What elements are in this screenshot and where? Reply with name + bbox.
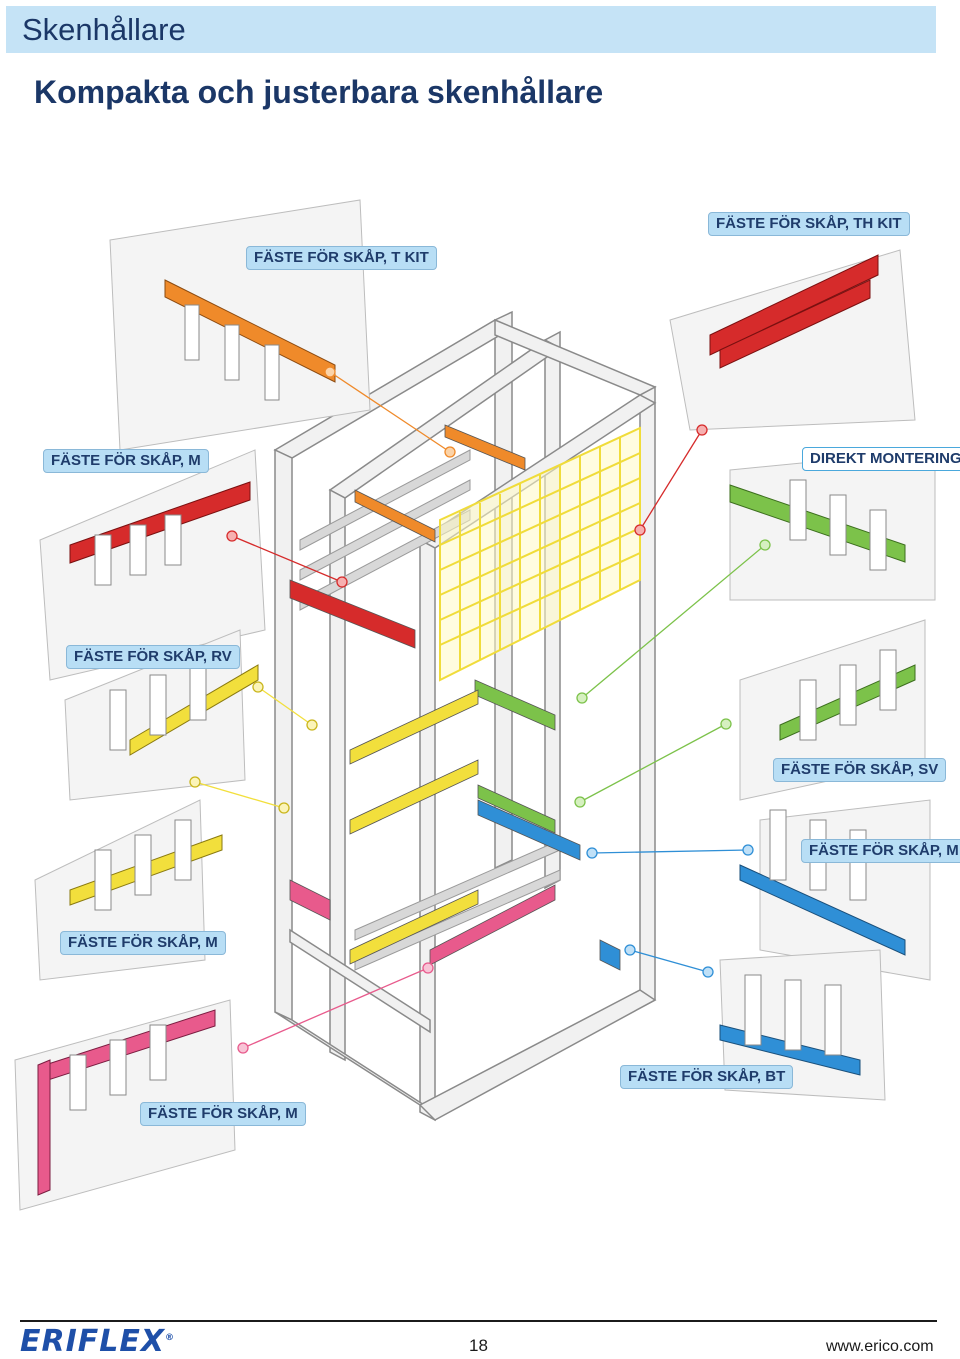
label-faste-bt: FÄSTE FÖR SKÅP, BT bbox=[620, 1065, 794, 1089]
label-faste-m-blue: FÄSTE FÖR SKÅP, M bbox=[801, 839, 960, 863]
detail-pink-m bbox=[14, 999, 236, 1211]
label-direkt-montering: DIREKT MONTERING bbox=[802, 447, 960, 471]
page-subtitle: Kompakta och justerbara skenhållare bbox=[34, 74, 604, 110]
page-number: 18 bbox=[469, 1336, 488, 1355]
detail-red-thkit bbox=[669, 249, 916, 431]
callout-dots bbox=[189, 366, 771, 1054]
detail-green-sv bbox=[739, 619, 926, 801]
cabinet-illustration bbox=[14, 199, 936, 1211]
eriflex-logo: ERIFLEX® bbox=[20, 1324, 175, 1359]
mesh-panel bbox=[439, 426, 641, 682]
section-title: Skenhållare bbox=[22, 12, 186, 47]
detail-blue-bt bbox=[719, 949, 886, 1101]
footer-divider bbox=[20, 1320, 937, 1322]
header-band bbox=[6, 6, 936, 53]
website-url: www.erico.com bbox=[826, 1338, 934, 1355]
label-faste-m-yellow: FÄSTE FÖR SKÅP, M bbox=[60, 931, 226, 955]
label-faste-t-kit: FÄSTE FÖR SKÅP, T KIT bbox=[246, 246, 437, 270]
label-faste-m-red: FÄSTE FÖR SKÅP, M bbox=[43, 449, 209, 473]
cabinet-holders bbox=[289, 424, 621, 971]
detail-red-m bbox=[39, 449, 266, 681]
detail-orange-tkit bbox=[109, 199, 371, 451]
label-faste-rv: FÄSTE FÖR SKÅP, RV bbox=[66, 645, 240, 669]
callout-lines bbox=[194, 371, 766, 1049]
label-faste-m-pink: FÄSTE FÖR SKÅP, M bbox=[140, 1102, 306, 1126]
label-faste-sv: FÄSTE FÖR SKÅP, SV bbox=[773, 758, 947, 782]
label-faste-th-kit: FÄSTE FÖR SKÅP, TH KIT bbox=[708, 212, 910, 236]
detail-green-direkt bbox=[729, 449, 936, 601]
